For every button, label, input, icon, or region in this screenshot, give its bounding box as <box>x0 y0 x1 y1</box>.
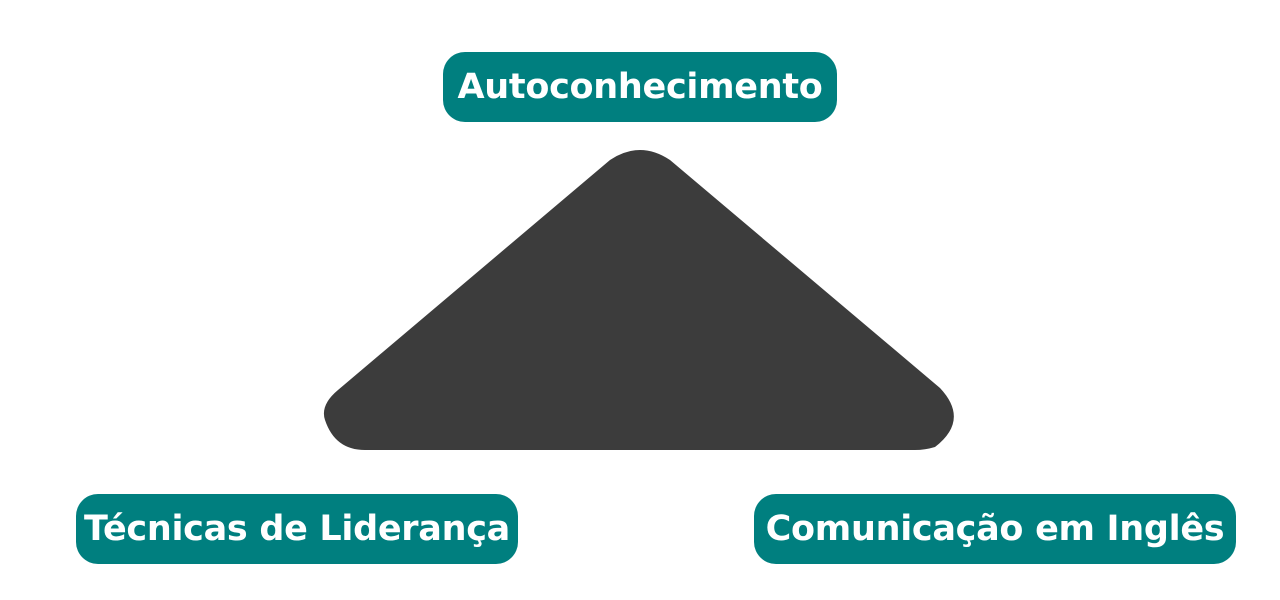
node-label-top: Autoconhecimento <box>457 67 823 107</box>
node-tecnicas-de-lideranca: Técnicas de Liderança <box>76 494 518 564</box>
node-label-bottom-left: Técnicas de Liderança <box>84 509 510 549</box>
node-autoconhecimento: Autoconhecimento <box>443 52 837 122</box>
node-comunicacao-em-ingles: Comunicação em Inglês <box>754 494 1236 564</box>
node-label-bottom-right: Comunicação em Inglês <box>765 509 1225 549</box>
triangle-path <box>323 150 954 450</box>
